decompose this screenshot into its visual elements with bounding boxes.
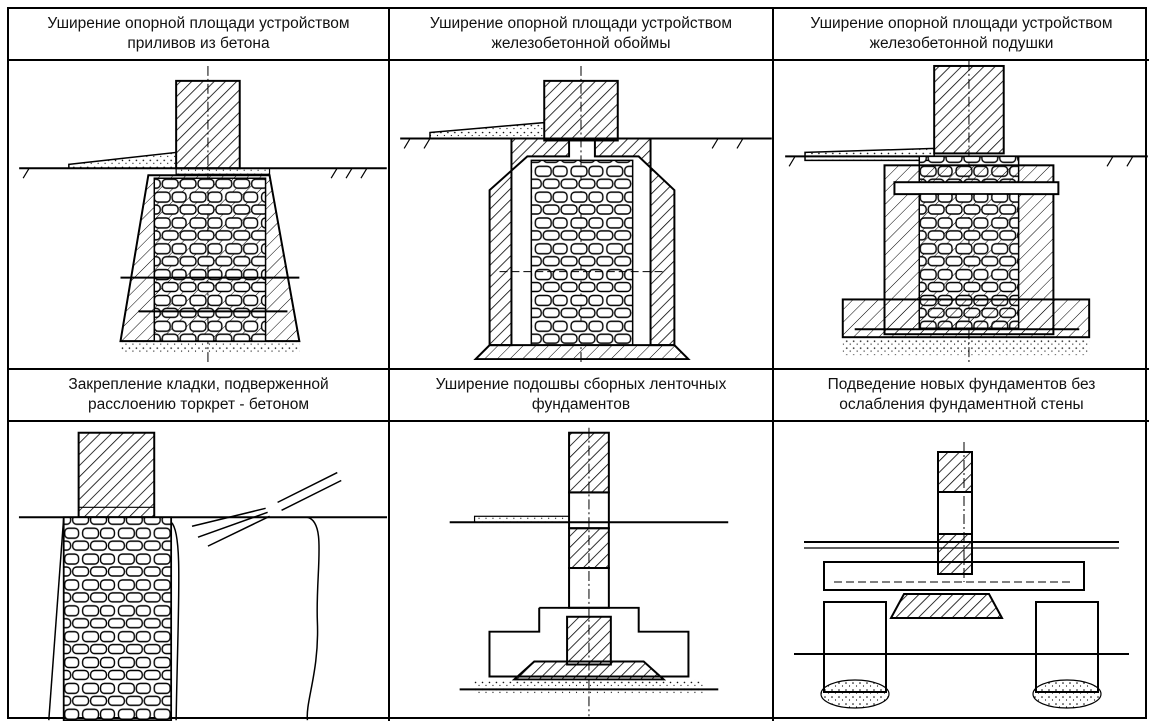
drawing-new-foundations xyxy=(774,422,1149,721)
drawing-rc-jacket xyxy=(390,61,774,370)
drawing-rc-cushion xyxy=(774,61,1149,370)
drawing-concrete-tides xyxy=(9,61,390,370)
drawing-strip-foundation xyxy=(390,422,774,721)
drawing-shotcrete xyxy=(9,422,390,721)
